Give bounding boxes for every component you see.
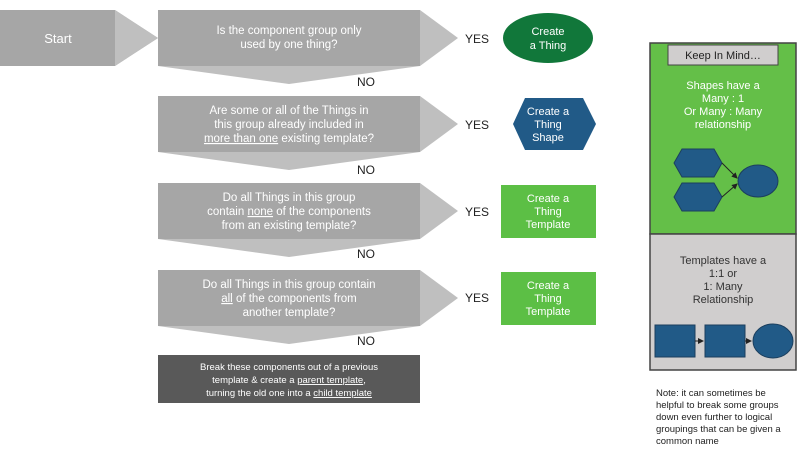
result-create-thing: Create a Thing [503,13,593,63]
question-3-line-2-c: of the components [273,206,371,218]
child-template-text: child template [313,388,372,399]
final-line-2-a: template & create a [212,375,297,386]
result-4-line-2: Thing [534,293,562,305]
final-line-1: Break these components out of a previous [200,362,378,373]
question-4-shape: Do all Things in this group contain all … [158,270,458,344]
question-2-line-1: Are some or all of the Things in [210,105,369,117]
result-2-line-3: Shape [532,132,564,144]
question-4-line-3: another template? [243,307,336,319]
templates-line-3: 1: Many [703,281,743,293]
keep-in-mind-panel: Keep In Mind… Shapes have a Many : 1 Or … [649,42,797,371]
start-shape: Start [0,10,158,66]
result-4-line-1: Create a [527,280,570,292]
question-1-line-2: used by one thing? [240,39,337,51]
templates-line-4: Relationship [693,294,754,306]
question-2-shape: Are some or all of the Things in this gr… [158,96,458,170]
result-3-line-2: Thing [534,206,562,218]
question-3-shape: Do all Things in this group contain none… [158,183,458,257]
final-line-3-a: turning the old one into a [206,388,313,399]
question-2-line-3: more than one existing template? [204,133,374,145]
yes-label-2: YES [465,118,489,132]
question-2-line-2: this group already included in [214,119,364,131]
question-3-underlined: none [247,206,273,218]
result-create-thing-template-1: Create a Thing Template [501,185,596,238]
question-3-line-2-a: contain [207,206,247,218]
yes-label-3: YES [465,205,489,219]
question-3-line-2: contain none of the components [207,206,371,218]
final-line-2: template & create a parent template, [212,375,366,386]
no-label-4: NO [357,334,375,348]
hexagon-icon-2 [673,182,723,212]
no-label-2: NO [357,163,375,177]
square-icon-1 [654,324,696,358]
result-2-line-1: Create a [527,106,570,118]
result-2-line-2: Thing [534,119,562,131]
shapes-line-1: Shapes have a [686,80,760,92]
helpful-note: Note: it can sometimes be helpful to bre… [656,388,781,447]
question-1-shape: Is the component group only used by one … [158,10,458,84]
question-3-line-1: Do all Things in this group [223,192,356,204]
final-line-2-c: , [363,375,366,386]
result-create-thing-template-2: Create a Thing Template [501,272,596,325]
circle-icon-templates [752,323,794,359]
circle-icon-shapes [737,164,779,198]
shapes-line-2: Many : 1 [702,93,744,105]
keep-in-mind-title: Keep In Mind… [685,50,761,62]
parent-template-text: parent template [297,375,363,386]
yes-label-4: YES [465,291,489,305]
result-1-line-2: a Thing [530,40,567,52]
result-1-line-1: Create [531,26,564,38]
question-2-underlined: more than one [204,133,278,145]
shapes-line-4: relationship [695,119,751,131]
question-4-line-2-rest: of the components from [233,293,357,305]
templates-line-2: 1:1 or [709,268,737,280]
question-3-line-3: from an existing template? [222,220,357,232]
no-label-1: NO [357,75,375,89]
start-label: Start [44,31,72,46]
final-action-box: Break these components out of a previous… [158,355,420,403]
final-line-3: turning the old one into a child templat… [206,388,372,399]
result-create-thing-shape: Create a Thing Shape [513,98,596,150]
question-4-line-2: all of the components from [221,293,357,305]
question-4-line-1: Do all Things in this group contain [202,279,375,291]
hexagon-icon-1 [673,148,723,178]
question-2-line-3-rest: existing template? [278,133,374,145]
yes-label-1: YES [465,32,489,46]
shapes-line-3: Or Many : Many [684,106,763,118]
result-3-line-3: Template [526,219,571,231]
no-label-3: NO [357,247,375,261]
templates-line-1: Templates have a [680,255,767,267]
question-4-underlined: all [221,293,233,305]
question-1-line-1: Is the component group only [216,25,361,37]
result-3-line-1: Create a [527,193,570,205]
result-4-line-3: Template [526,306,571,318]
square-icon-2 [704,324,746,358]
